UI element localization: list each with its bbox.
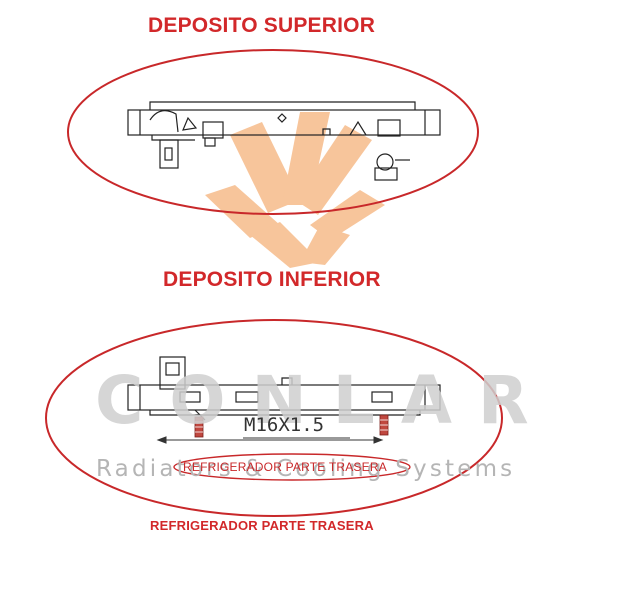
watermark-brand: CONLAR [95,362,555,439]
upper-tank-highlight-oval [67,49,479,215]
thread-spec-label: M16X1.5 [244,414,325,436]
lower-tank-highlight-oval [45,319,503,517]
dimension-line [156,436,384,444]
rear-cooler-label-oval [173,453,411,481]
watermark-logo-icon [205,112,385,268]
upper-tank-label: DEPOSITO SUPERIOR [148,14,376,37]
rear-cooler-label: REFRIGERADOR PARTE TRASERA [150,518,374,533]
lower-tank-label: DEPOSITO INFERIOR [163,268,381,291]
threaded-connector-icon [194,414,389,438]
watermark-tagline: Radiators & Cooling Systems [96,456,516,482]
upper-tank-drawing [127,101,441,181]
rear-cooler-oval-label: REFRIGERADOR PARTE TRASERA [183,460,387,474]
lower-tank-drawing [127,356,441,421]
